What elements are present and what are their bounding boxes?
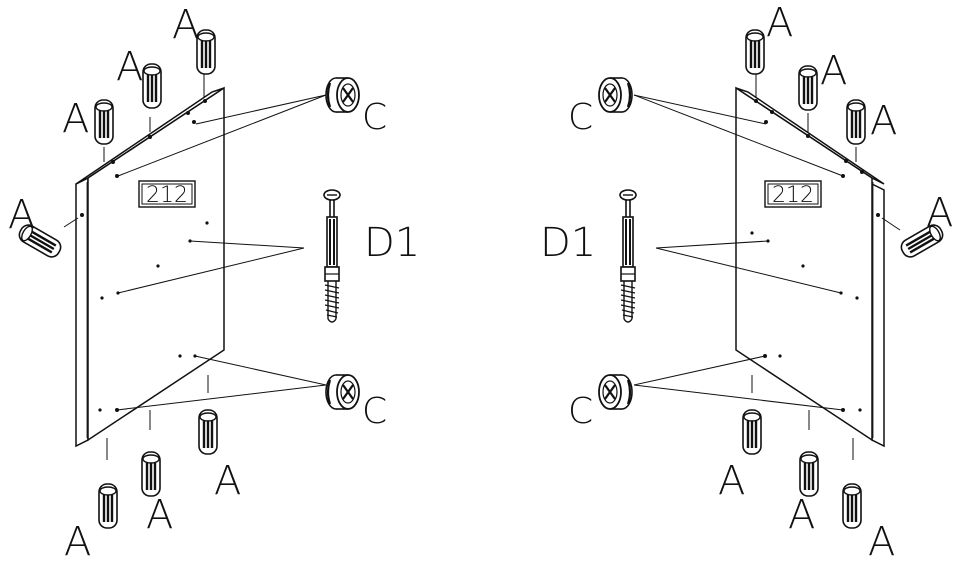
- panel-left-part-number: 212: [146, 183, 188, 208]
- label-dowel: A: [146, 492, 173, 538]
- dowel-icon: [798, 450, 820, 498]
- label-dowel: A: [214, 458, 241, 504]
- dowel-icon: [195, 28, 217, 76]
- dowel-icon: [741, 408, 763, 456]
- label-dowel: A: [62, 96, 89, 142]
- label-dowel: A: [868, 519, 895, 558]
- label-dowel: A: [820, 48, 847, 94]
- dowel-icon: [197, 408, 219, 456]
- label-cam-lock: C: [568, 97, 593, 138]
- label-dowel: A: [870, 98, 897, 144]
- cam-bolt-icon: [619, 189, 637, 323]
- left-assembly: 212 A A: [8, 2, 420, 562]
- label-dowel: A: [116, 44, 143, 90]
- label-cam-lock: C: [362, 97, 387, 138]
- label-cam-lock: C: [362, 391, 387, 432]
- dowel-icon: [140, 450, 162, 498]
- label-dowel: A: [172, 2, 199, 48]
- label-dowel: A: [8, 192, 35, 238]
- cam-lock-icon: [324, 76, 361, 114]
- label-dowel: A: [788, 492, 815, 538]
- dowel-icon: [744, 28, 766, 76]
- label-dowel: A: [64, 519, 91, 558]
- right-assembly: 212 A A A A A A: [540, 0, 953, 562]
- dowel-icon: [841, 482, 863, 530]
- label-cam-lock: C: [568, 391, 593, 432]
- cam-lock-icon: [597, 76, 634, 114]
- dowel-icon: [141, 62, 163, 110]
- label-dowel: A: [766, 0, 793, 46]
- label-cam-bolt: D1: [540, 220, 596, 266]
- dowel-icon: [93, 98, 115, 146]
- cam-lock-icon: [597, 373, 634, 411]
- dowel-icon: [845, 98, 867, 146]
- panel-left: 212: [75, 86, 225, 448]
- panel-right: 212: [735, 86, 885, 448]
- cam-bolt-icon: [323, 189, 341, 323]
- dowel-icon: [97, 482, 119, 530]
- label-dowel: A: [926, 190, 953, 236]
- label-dowel: A: [718, 458, 745, 504]
- label-cam-bolt: D1: [364, 220, 420, 266]
- dowel-icon: [797, 64, 819, 112]
- cam-lock-icon: [324, 373, 361, 411]
- panel-right-part-number: 212: [772, 183, 814, 208]
